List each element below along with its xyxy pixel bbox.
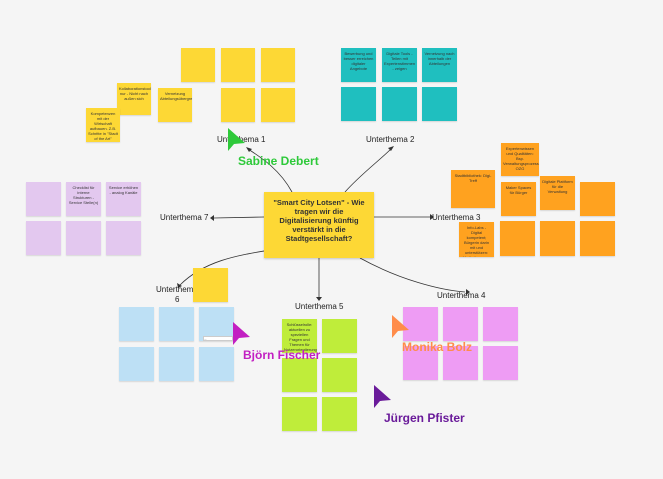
sticky-note-teal[interactable] (341, 87, 376, 121)
sticky-note-teal[interactable]: Digitale Tools - Teilen mit Expertenstim… (382, 48, 417, 82)
sticky-note-lavender[interactable] (66, 221, 101, 255)
sticky-note-magenta[interactable] (403, 346, 438, 380)
connector-topic-7 (213, 216, 265, 219)
sticky-note-yellow[interactable] (261, 88, 295, 122)
connector-topic-6 (179, 249, 271, 286)
collaborator-name-sabine: Sabine Debert (238, 154, 319, 168)
sticky-note-orange[interactable]: Maker Spaces für Bürger (501, 182, 536, 216)
note-text-field[interactable]: ... (203, 336, 233, 341)
sticky-note-magenta[interactable] (483, 346, 518, 380)
sticky-note-yellow[interactable] (193, 268, 228, 302)
sticky-note-lavender[interactable]: Service erhöhen - analog Kanäle (106, 182, 141, 216)
sticky-note-green[interactable] (322, 358, 357, 392)
sticky-note-yellow[interactable]: Kompetenzen mit der Wirtschaft aufbauen.… (86, 108, 120, 142)
topic-label-6b[interactable]: 6 (175, 295, 180, 304)
sticky-note-yellow[interactable] (261, 48, 295, 82)
topic-label-7[interactable]: Unterthema 7 (160, 213, 209, 222)
sticky-note-green[interactable] (282, 397, 317, 431)
sticky-note-orange[interactable]: Info-Labs - Digital kompetent; Bürgerin … (459, 222, 494, 257)
sticky-note-light-blue[interactable] (159, 307, 194, 341)
sticky-note-teal[interactable] (382, 87, 417, 121)
sticky-note-magenta[interactable] (403, 307, 438, 341)
sticky-note-yellow[interactable]: Kollaborationstool nur - Nicht nach auße… (117, 83, 151, 115)
sticky-note-orange[interactable] (500, 221, 535, 256)
sticky-note-light-blue[interactable] (119, 347, 154, 381)
collaborator-name-monika: Monika Bolz (402, 340, 473, 354)
topic-label-1[interactable]: Unterthema 1 (217, 135, 266, 144)
topic-label-3[interactable]: Unterthema 3 (432, 213, 481, 222)
sticky-note-light-blue[interactable] (199, 307, 234, 341)
cursor-arrow-icon (233, 322, 250, 345)
sticky-note-yellow[interactable]: Vernetzung Abteilungsübergreifend (158, 88, 192, 122)
cursor-arrow-icon (374, 385, 391, 408)
connector-topic-4 (359, 257, 466, 293)
sticky-note-lavender[interactable]: Checklist für interne Strukturen - Servi… (66, 182, 101, 216)
topic-label-6a[interactable]: Unterthema (156, 285, 198, 294)
sticky-note-teal[interactable] (422, 87, 457, 121)
topic-label-5[interactable]: Unterthema 5 (295, 302, 344, 311)
sticky-note-light-blue[interactable] (199, 347, 234, 381)
sticky-note-light-blue[interactable] (119, 307, 154, 341)
topic-label-4[interactable]: Unterthema 4 (437, 291, 486, 300)
sticky-note-green[interactable] (322, 319, 357, 353)
sticky-note-lavender[interactable] (26, 221, 61, 255)
sticky-note-yellow[interactable] (221, 88, 255, 122)
topic-label-2[interactable]: Unterthema 2 (366, 135, 415, 144)
sticky-note-orange[interactable]: Digitale Plattform für die Verwaltung (540, 176, 575, 210)
sticky-note-teal[interactable]: Bewerbung und besser erreichen digitaler… (341, 48, 376, 82)
connector-topic-1 (247, 148, 293, 193)
sticky-note-green[interactable] (322, 397, 357, 431)
sticky-note-magenta[interactable] (443, 307, 478, 341)
collaborator-name-juergen: Jürgen Pfister (384, 411, 465, 425)
sticky-note-yellow[interactable] (181, 48, 215, 82)
central-question-note[interactable]: "Smart City Lotsen" - Wie tragen wir die… (264, 192, 374, 258)
sticky-note-magenta[interactable] (483, 307, 518, 341)
sticky-note-yellow[interactable] (221, 48, 255, 82)
sticky-note-orange[interactable]: Stadtbibliothek: Digi-Treff (451, 170, 495, 208)
sticky-note-lavender[interactable] (26, 182, 61, 216)
sticky-note-green[interactable] (282, 358, 317, 392)
sticky-note-orange[interactable] (580, 182, 615, 216)
cursor-arrow-icon (392, 315, 409, 338)
sticky-note-orange[interactable]: Expertenwissen und Qualitäten: Bsp. Verw… (501, 143, 539, 176)
sticky-note-orange[interactable] (580, 221, 615, 256)
sticky-note-green[interactable]: Schlüsselrolle: aktuellen zu speziellen … (282, 319, 317, 353)
collaborator-name-bjoern: Björn Fischer (243, 348, 321, 362)
sticky-note-lavender[interactable] (106, 221, 141, 255)
sticky-note-light-blue[interactable] (159, 347, 194, 381)
sticky-note-orange[interactable] (540, 221, 575, 256)
connector-topic-2 (344, 147, 393, 193)
sticky-note-magenta[interactable] (443, 346, 478, 380)
cursor-arrow-icon (228, 128, 245, 151)
sticky-note-teal[interactable]: Vernetzung nach innerhalb der Abteilunge… (422, 48, 457, 82)
